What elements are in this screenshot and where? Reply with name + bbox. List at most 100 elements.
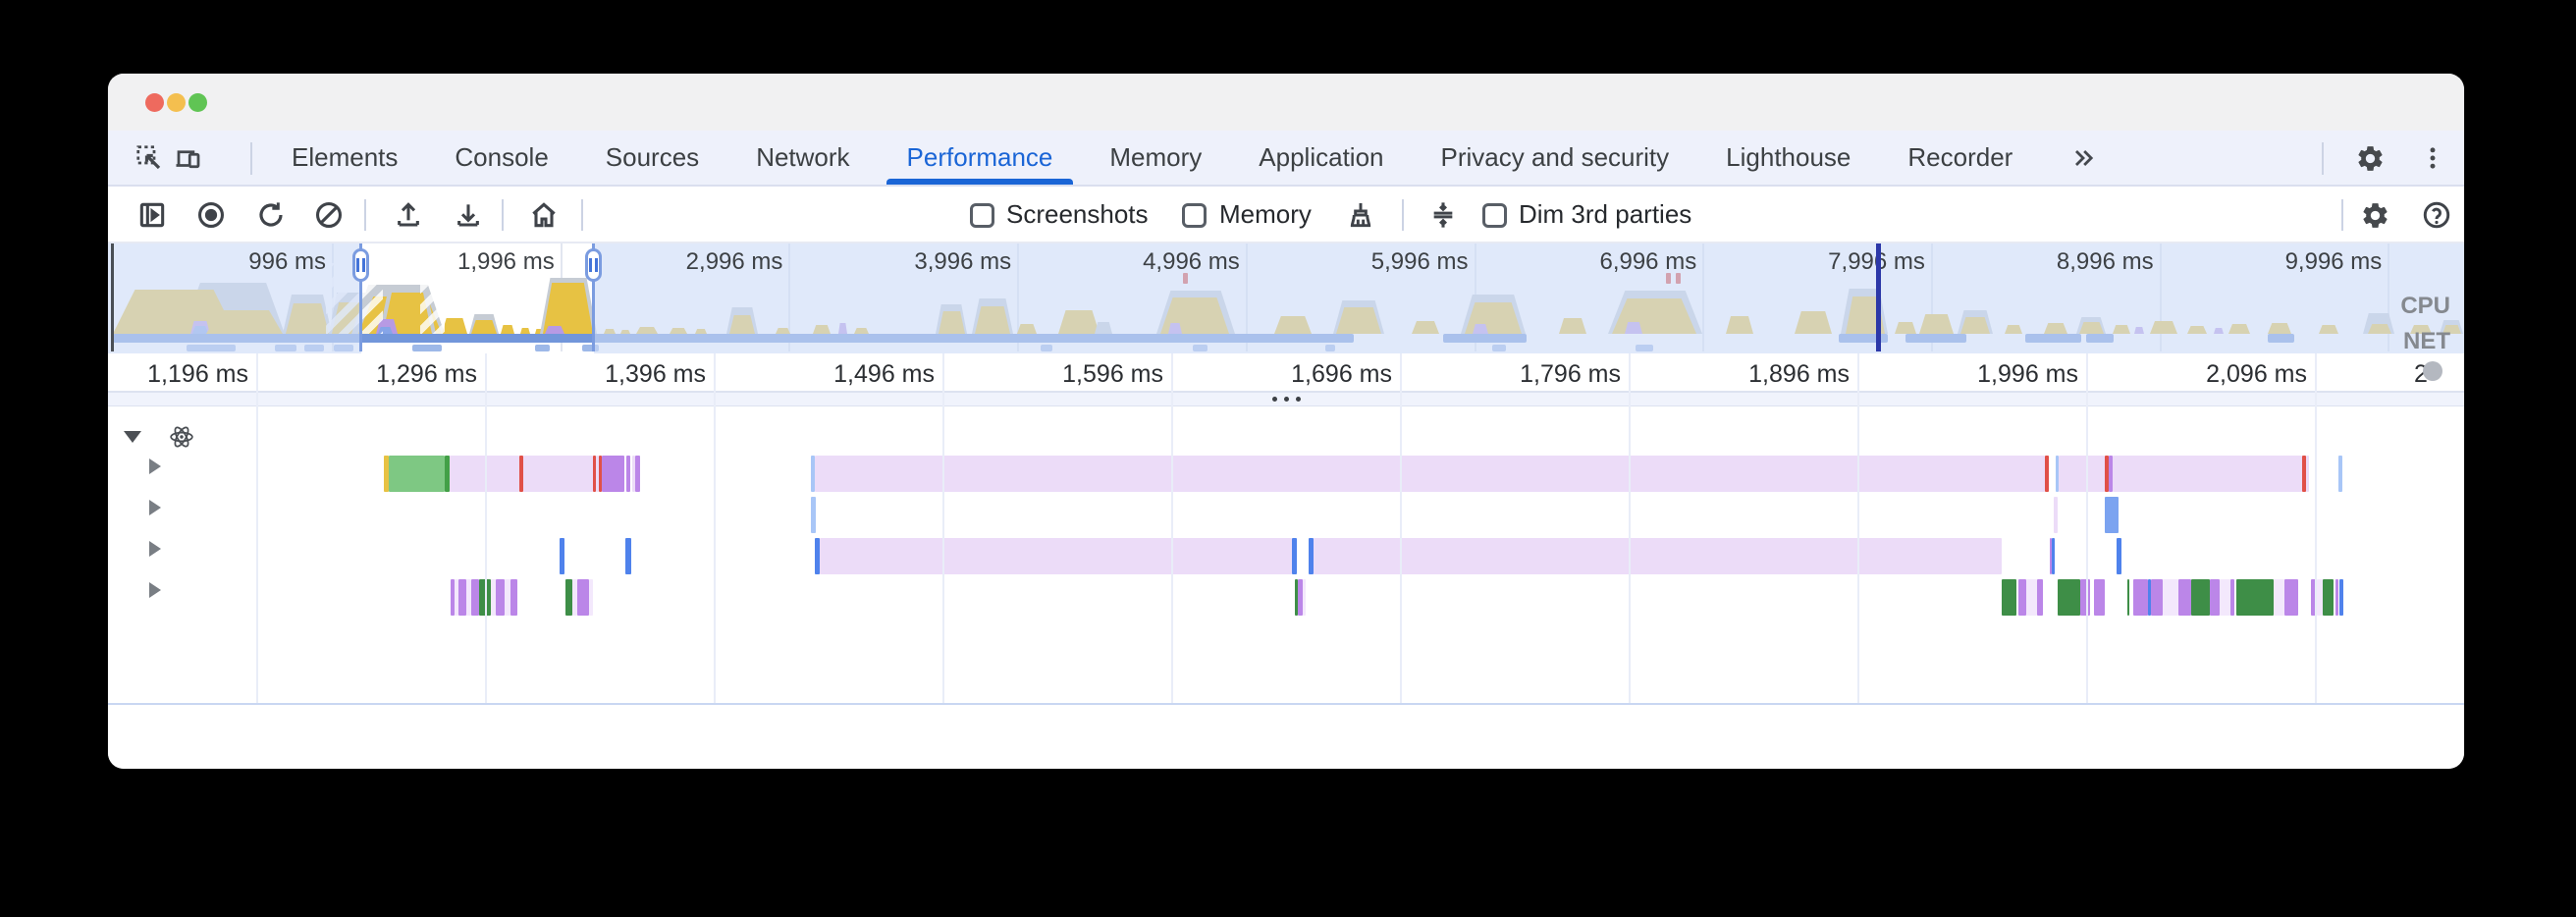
trace-segment-idle[interactable] — [1295, 579, 1298, 616]
trace-segment-blocking[interactable] — [811, 456, 815, 492]
trace-segment-blocking[interactable] — [2306, 456, 2309, 492]
trace-segment-blocking[interactable] — [593, 456, 596, 492]
trace-segment-suspense[interactable] — [820, 538, 1292, 574]
track-row-idle[interactable] — [149, 582, 175, 598]
trace-segment-idle[interactable] — [2127, 579, 2129, 616]
expand-triangle-icon[interactable] — [149, 541, 161, 557]
record-icon[interactable] — [193, 197, 229, 233]
more-menu-icon[interactable] — [2415, 140, 2450, 176]
trace-segment-idle[interactable] — [2335, 579, 2338, 616]
garbage-brush-icon[interactable] — [1343, 197, 1378, 233]
trace-segment-idle[interactable] — [2151, 579, 2163, 616]
tab-network[interactable]: Network — [756, 142, 850, 172]
trace-segment-idle[interactable] — [2080, 579, 2090, 616]
track-row-blocking[interactable] — [149, 458, 175, 474]
trace-segment-blocking[interactable] — [445, 456, 450, 492]
screenshots-checkbox[interactable] — [970, 203, 994, 228]
trace-segment-idle[interactable] — [2274, 579, 2284, 616]
trace-segment-blocking[interactable] — [2109, 456, 2113, 492]
trace-segment-blocking[interactable] — [384, 456, 389, 492]
trace-segment-idle[interactable] — [577, 579, 589, 616]
trace-segment-blocking[interactable] — [599, 456, 602, 492]
collapse-triangle-icon[interactable] — [124, 431, 141, 443]
selection-handle-right[interactable] — [585, 248, 602, 282]
zoom-window-button[interactable] — [188, 93, 207, 112]
trace-segment-blocking[interactable] — [2113, 456, 2302, 492]
trace-segment-suspense[interactable] — [2050, 538, 2052, 574]
help-icon[interactable] — [2419, 197, 2454, 233]
trace-segment-transition[interactable] — [2054, 497, 2058, 533]
trace-segment-idle[interactable] — [589, 579, 593, 616]
selection-handle-left[interactable] — [352, 248, 369, 282]
trace-segment-idle[interactable] — [1298, 579, 1303, 616]
track-resize-handle[interactable] — [108, 391, 2464, 407]
playhead-marker[interactable] — [1876, 243, 1881, 351]
trace-segment-idle[interactable] — [466, 579, 471, 616]
tab-elements[interactable]: Elements — [292, 142, 399, 172]
chevron-double-right-icon[interactable] — [2066, 140, 2101, 176]
track-header-scheduler[interactable] — [124, 424, 222, 450]
tab-memory[interactable]: Memory — [1109, 142, 1203, 172]
trace-segment-blocking[interactable] — [523, 456, 593, 492]
trace-segment-idle[interactable] — [458, 579, 466, 616]
minimize-window-button[interactable] — [167, 93, 186, 112]
track-row-transition[interactable] — [149, 500, 175, 515]
trace-segment-blocking[interactable] — [626, 456, 630, 492]
trace-segment-blocking[interactable] — [2302, 456, 2306, 492]
trace-segment-idle[interactable] — [2317, 579, 2323, 616]
trace-segment-idle[interactable] — [510, 579, 517, 616]
trace-segment-idle[interactable] — [2018, 579, 2026, 616]
trace-segment-blocking[interactable] — [2338, 456, 2342, 492]
memory-checkbox[interactable] — [1182, 203, 1207, 228]
tab-lighthouse[interactable]: Lighthouse — [1726, 142, 1852, 172]
flame-chart-tracks[interactable] — [108, 406, 2464, 703]
gear-icon[interactable] — [2352, 140, 2388, 176]
inspect-icon[interactable] — [132, 140, 167, 176]
trace-segment-suspense[interactable] — [2117, 538, 2121, 574]
track-row-suspense[interactable] — [149, 541, 175, 557]
selection-handle-right-stem[interactable] — [592, 243, 595, 351]
scrollbar-thumb[interactable] — [2423, 361, 2442, 381]
trace-segment-blocking[interactable] — [2045, 456, 2049, 492]
device-toolbar-icon[interactable] — [171, 140, 206, 176]
tab-recorder[interactable]: Recorder — [1907, 142, 2013, 172]
trace-segment-idle[interactable] — [2178, 579, 2191, 616]
trace-segment-suspense[interactable] — [1314, 538, 2002, 574]
trace-segment-blocking[interactable] — [635, 456, 640, 492]
upload-icon[interactable] — [391, 197, 426, 233]
screenshots-label[interactable]: Screenshots — [1006, 199, 1149, 229]
trace-segment-blocking[interactable] — [632, 456, 635, 492]
memory-label[interactable]: Memory — [1219, 199, 1312, 229]
trace-segment-blocking[interactable] — [519, 456, 523, 492]
trace-segment-suspense[interactable] — [2052, 538, 2055, 574]
trace-segment-idle[interactable] — [2220, 579, 2230, 616]
trace-segment-idle[interactable] — [2002, 579, 2016, 616]
trace-segment-transition[interactable] — [811, 497, 816, 533]
trace-segment-idle[interactable] — [2191, 579, 2210, 616]
tab-console[interactable]: Console — [455, 142, 549, 172]
tab-application[interactable]: Application — [1259, 142, 1384, 172]
trace-segment-idle[interactable] — [2148, 579, 2151, 616]
trace-segment-idle[interactable] — [2230, 579, 2234, 616]
trace-segment-blocking[interactable] — [2105, 456, 2109, 492]
compress-icon[interactable] — [1425, 197, 1461, 233]
dim-3rd-parties-checkbox[interactable] — [1482, 203, 1507, 228]
trace-segment-idle[interactable] — [455, 579, 458, 616]
trace-segment-idle[interactable] — [2058, 579, 2080, 616]
selection-handle-left-stem[interactable] — [359, 243, 362, 351]
trace-segment-idle[interactable] — [2210, 579, 2220, 616]
trace-segment-idle[interactable] — [496, 579, 505, 616]
close-window-button[interactable] — [145, 93, 164, 112]
trace-segment-idle[interactable] — [2339, 579, 2343, 616]
trace-segment-suspense[interactable] — [560, 538, 564, 574]
trace-segment-idle[interactable] — [2133, 579, 2148, 616]
trace-segment-idle[interactable] — [451, 579, 455, 616]
trace-segment-suspense[interactable] — [625, 538, 631, 574]
trace-segment-idle[interactable] — [2163, 579, 2178, 616]
trace-segment-idle[interactable] — [491, 579, 496, 616]
reload-icon[interactable] — [253, 197, 289, 233]
trace-segment-blocking[interactable] — [815, 456, 2045, 492]
tab-performance[interactable]: Performance — [879, 131, 1082, 185]
trace-segment-suspense[interactable] — [1309, 538, 1314, 574]
